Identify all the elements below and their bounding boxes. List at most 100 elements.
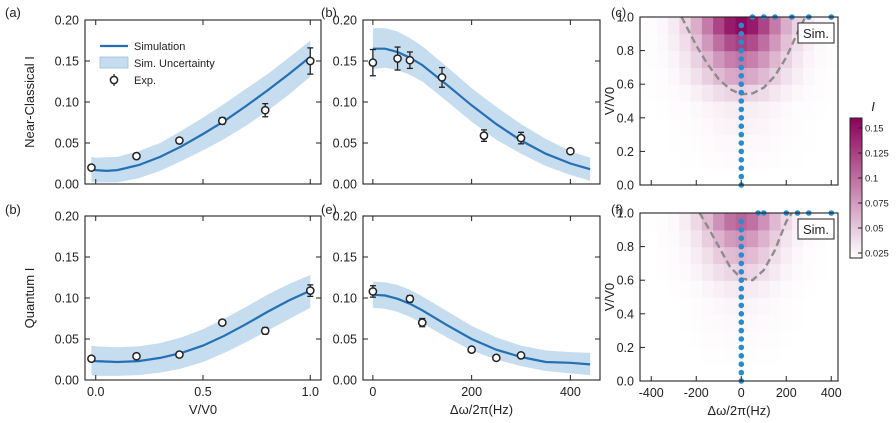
- heatmap-cell: [656, 33, 669, 52]
- heatmap-cell: [713, 313, 725, 332]
- y-tick-label: 0.0: [617, 375, 634, 389]
- heatmap-cell: [769, 134, 782, 152]
- heatmap-cell: [803, 246, 815, 264]
- uncertainty-band: [372, 281, 591, 376]
- sample-point: [738, 131, 745, 138]
- heatmap-cell: [645, 50, 658, 68]
- sample-point: [738, 115, 745, 121]
- heatmap-cell: [791, 101, 804, 119]
- heatmap-cell: [701, 330, 714, 348]
- heatmap-cell: [746, 330, 759, 348]
- heatmap-cell: [814, 151, 827, 169]
- sim-annotation-label: Sim.: [803, 26, 829, 41]
- heatmap-cell: [656, 151, 669, 169]
- heatmap-cell: [645, 330, 658, 348]
- heatmap-cell: [656, 330, 669, 348]
- sample-point: [738, 344, 745, 351]
- heatmap-cell: [825, 67, 838, 85]
- heatmap-cell: [825, 364, 838, 382]
- heatmap-cell: [724, 17, 737, 35]
- heatmap-cell: [769, 229, 782, 248]
- heatmap-cell: [713, 280, 725, 298]
- heatmap-cell: [746, 280, 759, 298]
- heatmap-cell: [701, 313, 714, 332]
- heatmap-cell: [791, 117, 804, 136]
- experiment-point: [175, 350, 184, 359]
- heatmap-cell: [713, 101, 725, 119]
- heatmap-cell: [690, 347, 703, 365]
- heatmap-cell: [656, 280, 669, 298]
- heatmap-cell: [825, 263, 838, 281]
- heatmap-cell: [668, 134, 680, 152]
- sample-point: [738, 73, 745, 79]
- sample-point: [738, 277, 745, 284]
- experiment-point: [393, 54, 402, 63]
- heatmap-cell: [679, 17, 692, 35]
- x-tick-label: 1.0: [302, 385, 319, 399]
- x-tick-label: 0: [369, 385, 376, 399]
- heatmap-cell: [690, 67, 703, 85]
- heatmap-cell: [780, 168, 793, 186]
- y-tick-label: 0.20: [55, 14, 79, 28]
- heatmap-cell: [758, 347, 770, 365]
- heatmap-cell: [780, 17, 793, 35]
- heatmap-cell: [713, 229, 725, 248]
- sample-point: [738, 252, 745, 258]
- experiment-point: [516, 351, 526, 360]
- heatmap-cell: [656, 347, 669, 365]
- heatmap-cell: [758, 313, 770, 332]
- y-tick-label: 0.10: [55, 96, 79, 110]
- sample-point: [738, 140, 745, 146]
- panel-label: (b): [321, 5, 337, 20]
- heatmap-cell: [724, 134, 737, 152]
- sim-annotation-box: [797, 218, 835, 240]
- heatmap-cell: [656, 134, 669, 152]
- heatmap-cell: [780, 84, 793, 102]
- heatmap-cell: [746, 101, 759, 119]
- heatmap-cell: [713, 67, 725, 85]
- heatmap-cell: [701, 213, 714, 231]
- sample-point: [738, 353, 745, 359]
- y-tick-label: 0.05: [333, 333, 357, 347]
- legend-entry: Simulation: [134, 41, 185, 53]
- heatmap-cell: [701, 364, 714, 382]
- heatmap-cell: [690, 263, 703, 281]
- heatmap-cell: [679, 151, 692, 169]
- experiment-point: [405, 55, 415, 65]
- experiment-point: [217, 318, 227, 327]
- heatmap-cell: [668, 168, 680, 186]
- heatmap-cell: [701, 263, 714, 281]
- heatmap-cell: [656, 67, 669, 85]
- heatmap-cell: [713, 17, 725, 35]
- heatmap-cell: [668, 330, 680, 348]
- heatmap-cell: [645, 168, 658, 186]
- heatmap-cell: [814, 84, 827, 102]
- heatmap-cell: [679, 364, 692, 382]
- axes-frame-layer: [84, 16, 863, 382]
- heatmap-cell: [690, 364, 703, 382]
- heatmap-cell: [746, 347, 759, 365]
- experiment-point: [516, 133, 526, 143]
- heatmap-cell: [679, 101, 692, 119]
- heatmap-cell: [758, 50, 770, 68]
- heatmap-cell: [656, 263, 669, 281]
- heatmap-cell: [668, 246, 680, 264]
- heatmap-cell: [645, 33, 658, 52]
- experiment-point: [87, 354, 96, 364]
- heatmap-cell: [668, 347, 680, 365]
- colorbar-tick-label: 0.1: [865, 174, 878, 185]
- heatmap-cell: [656, 84, 669, 102]
- y-tick-label: 0.6: [617, 274, 634, 288]
- heatmap-cell: [713, 347, 725, 365]
- heatmap-cell: [690, 117, 703, 136]
- colorbar-tick-label: 0.125: [865, 149, 889, 160]
- y-tick-label: 0.4: [617, 307, 634, 321]
- heatmap-cell: [814, 263, 827, 281]
- heatmap-cell: [701, 101, 714, 119]
- heatmap-cell: [769, 67, 782, 85]
- heatmap-cell: [791, 347, 804, 365]
- heatmap-cell: [724, 33, 737, 52]
- uncertainty-band: [91, 275, 311, 376]
- heatmap-cell: [814, 50, 827, 68]
